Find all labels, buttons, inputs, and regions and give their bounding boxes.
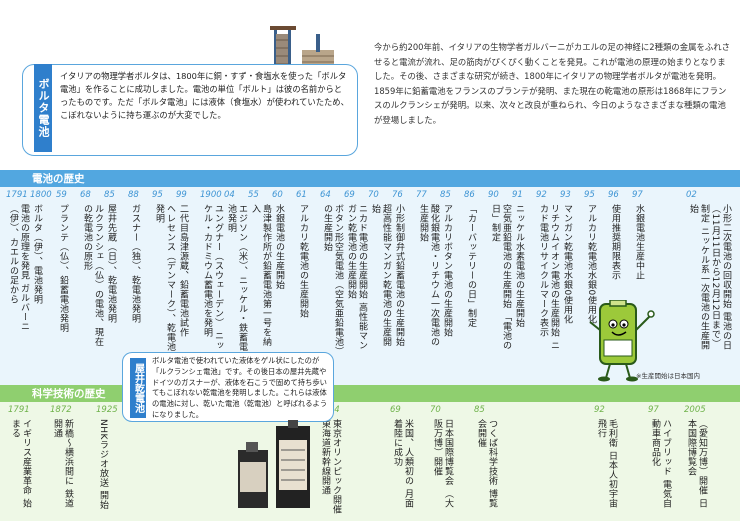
volta-callout-box xyxy=(22,64,358,156)
battery-history-year: 60 xyxy=(272,190,283,200)
battery-history-event: プランテ（仏）、鉛蓄電池発明 xyxy=(58,204,68,333)
battery-history-event: ニッケル水素電池の生産開始 xyxy=(514,204,524,328)
science-history-event: 毛利衛 日本人初宇宙飛行 xyxy=(596,419,617,508)
battery-history-event: ルクランシェ（仏）の電池、現在の乾電池の原形 xyxy=(82,204,103,347)
ishii-callout-text: ボルタ電池で使われていた液体をゲル状にしたのが「ルクランシェ電池」です。その後日… xyxy=(152,356,328,419)
battery-history-event: 小形制御弁式鉛蓄電池の生産開始 xyxy=(394,204,404,347)
battery-history-title: 電池の歴史 xyxy=(32,173,85,185)
battery-history-year: 88 xyxy=(128,190,139,200)
battery-history-event: 超高性能マンガン乾電池の生産開始 xyxy=(370,204,391,347)
science-history-event: ハイブリッド 電気自動車商品化 xyxy=(650,419,671,508)
battery-history-year: 95 xyxy=(584,190,595,200)
science-history-event: NHKラジオ放送 開始 xyxy=(98,419,108,510)
battery-history-event: 「カーバッテリーの日」制定 xyxy=(466,204,476,328)
battery-history-event: 使用推奨期限表示 xyxy=(610,204,620,280)
battery-history-event: リチウムイオン電池の生産開始 ニカド電池リサイクルマーク表示 xyxy=(538,204,559,350)
battery-history-event: 二代目島津源蔵、鉛蓄電池試作 xyxy=(178,204,188,337)
battery-history-year: 64 xyxy=(320,190,331,200)
science-history-year: 2005 xyxy=(684,405,706,415)
science-history-event: 新橋〜横浜間に 鉄道開通 xyxy=(52,419,73,508)
science-history-year: 1791 xyxy=(8,405,30,415)
battery-history-event: アルカリ乾電池水銀0使用化 xyxy=(586,204,596,325)
battery-history-event: マンガン乾電池水銀0使用化 xyxy=(562,204,572,325)
battery-history-year: 85 xyxy=(104,190,115,200)
science-history-year: 1925 xyxy=(96,405,118,415)
battery-history-year: 91 xyxy=(512,190,523,200)
battery-history-year: 96 xyxy=(608,190,619,200)
battery-history-year: 77 xyxy=(416,190,427,200)
battery-history-year: 85 xyxy=(440,190,451,200)
battery-history-event: ニカド電池の生産開始 高性能マンガン乾電池の生産開始 xyxy=(346,204,367,350)
battery-mascot-icon xyxy=(589,300,655,382)
science-history-area xyxy=(0,402,740,521)
battery-history-year: 97 xyxy=(632,190,643,200)
science-history-year: 1872 xyxy=(50,405,72,415)
ishii-callout-tag: 屋井乾電池 xyxy=(130,358,146,418)
battery-history-year: 59 xyxy=(56,190,67,200)
battery-history-event: 屋井先蔵（日）、乾電池発明 xyxy=(106,204,116,323)
volta-callout-tag: ボルタ電池 xyxy=(34,64,52,152)
ishii-callout-box xyxy=(122,352,334,422)
battery-history-year: 02 xyxy=(686,190,697,200)
battery-history-event: エジソン（米）、ニッケル・鉄蓄電池発明 xyxy=(226,204,247,352)
battery-history-year: 70 xyxy=(368,190,379,200)
battery-history-year: 86 xyxy=(464,190,475,200)
battery-history-year: 76 xyxy=(392,190,403,200)
battery-history-event: ボタン形空気電池（空気亜鉛電池）の生産開始 xyxy=(322,204,343,352)
battery-history-year: 1800 xyxy=(30,190,52,200)
science-history-year: 85 xyxy=(474,405,485,415)
battery-history-year: 90 xyxy=(488,190,499,200)
battery-history-event: 酸化銀電池・リチウム一次電池の生産開始 xyxy=(418,204,439,347)
science-history-event: 東京オリンピック開催 東海道新幹線開通 xyxy=(320,419,341,514)
battery-history-year: 55 xyxy=(248,190,259,200)
science-history-event: （愛知万博）開催 日本国際博覧会 xyxy=(686,419,707,508)
battery-history-year: 68 xyxy=(80,190,91,200)
intro-paragraph: 今から約200年前、イタリアの生物学者ガルバーニがカエルの足の神経に2種類の金属… xyxy=(374,42,730,125)
science-history-year: 69 xyxy=(390,405,401,415)
battery-history-event: ヘレセンス（デンマーク）、乾電池発明 xyxy=(154,204,175,352)
battery-history-year: 99 xyxy=(176,190,187,200)
production-note: ※生産開始は日本国内 xyxy=(636,372,700,380)
battery-history-event: 空気亜鉛電池の生産開始 「電池の日」制定 xyxy=(490,204,511,350)
science-history-event: 米国、人類初の 月面着陸に成功 xyxy=(392,419,413,508)
battery-history-year: 1791 xyxy=(6,190,28,200)
battery-history-event: アルカリボタン電池の生産開始 xyxy=(442,204,452,337)
battery-history-header: 電池の歴史 xyxy=(0,170,740,187)
science-history-title: 科学技術の歴史 xyxy=(32,388,106,400)
ishii-dry-battery-image xyxy=(238,420,310,508)
battery-history-year: 95 xyxy=(152,190,163,200)
battery-history-event: アルカリ乾電池の生産開始 xyxy=(298,204,308,318)
battery-history-year: 93 xyxy=(560,190,571,200)
battery-history-event: 小形二次電池の回収開始 電池の日（11月11日から12月12日まで）制定 ニッケ… xyxy=(688,204,731,350)
science-history-event: イギリス産業革命 始まる xyxy=(10,419,31,508)
battery-history-year: 04 xyxy=(224,190,235,200)
science-history-year: 97 xyxy=(648,405,659,415)
battery-history-event: ガスナー（独）、乾電池発明 xyxy=(130,204,140,323)
science-history-event: 日本国際博覧会 （大阪万博）開催 xyxy=(432,419,453,508)
science-history-header: 科学技術の歴史 xyxy=(0,385,740,402)
battery-history-year: 61 xyxy=(296,190,307,200)
science-history-year: 92 xyxy=(594,405,605,415)
battery-history-event: 島津製作所が鉛蓄電池第一号を納入 xyxy=(250,204,271,347)
battery-history-year: 69 xyxy=(344,190,355,200)
battery-history-event: 水銀電池生産中止 xyxy=(634,204,644,280)
science-history-event: つくば科学技術 博覧会開催 xyxy=(476,419,497,508)
battery-history-year: 1900 xyxy=(200,190,222,200)
battery-history-event: 水銀電池の生産開始 xyxy=(274,204,284,290)
volta-callout-text: イタリアの物理学者ボルタは、1800年に銅・すず・食塩水を使った「ボルタ電池」を… xyxy=(60,71,349,120)
science-history-year: 70 xyxy=(430,405,441,415)
battery-history-event: ユングナー（スウェーデン） ニッケル・カドミウム蓄電池を発明 xyxy=(202,204,223,350)
battery-history-event: 電池の原理を発見 ガルバーニ（伊）、カエルの足から xyxy=(8,204,29,331)
battery-history-event: ボルタ（伊）、電池発明 xyxy=(32,204,42,304)
battery-history-year: 92 xyxy=(536,190,547,200)
